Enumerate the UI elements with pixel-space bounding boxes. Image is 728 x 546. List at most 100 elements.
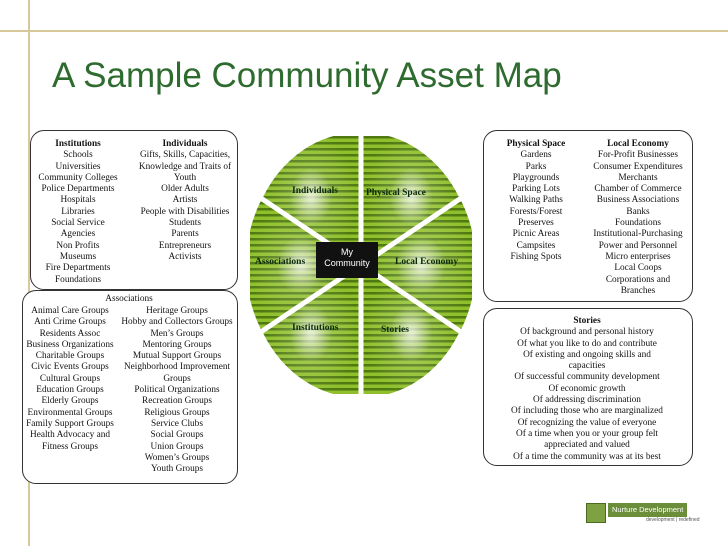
association-item: Service Clubs	[151, 418, 203, 429]
center-label-line1: My	[341, 247, 353, 257]
association-item: Recreation Groups	[142, 396, 212, 407]
individual-item: Youth	[173, 172, 197, 183]
story-item: Of addressing discrimination	[533, 395, 641, 406]
nurture-development-logo: Nurture Development development | redefi…	[586, 503, 700, 525]
association-item: Charitable Groups	[35, 351, 105, 362]
local-economy-item: Business Associations	[596, 195, 680, 206]
association-item: Family Support Groups	[26, 418, 114, 429]
association-item: Political Organizations	[134, 385, 220, 396]
association-item: Civic Events Groups	[31, 362, 109, 373]
association-item: Mentoring Groups	[142, 339, 212, 350]
story-item: Of recognizing the value of everyone	[517, 417, 657, 428]
individual-item: Activists	[168, 251, 202, 262]
association-item: Heritage Groups	[146, 306, 208, 316]
individual-item: Knowledge and Traits of	[138, 161, 232, 172]
institution-item: Hospitals	[60, 195, 96, 206]
institution-item: Agencies	[60, 229, 96, 240]
physical-space-item: Gardens	[520, 150, 552, 161]
institution-item: Non Profits	[56, 240, 100, 251]
segment-label-associations: Associations	[255, 257, 306, 267]
physical-space-item: Playgrounds	[512, 172, 560, 183]
associations-heading: Associations	[105, 294, 153, 304]
individuals-list: Gifts, Skills, Capacities,Knowledge and …	[132, 150, 238, 263]
story-item: Of including those who are marginalized	[511, 406, 663, 417]
association-item: Cultural Groups	[39, 373, 101, 384]
local-economy-item: Institutional-Purchasing	[593, 229, 683, 240]
individual-item: Students	[168, 218, 202, 229]
institution-item: Community Colleges	[38, 172, 118, 183]
local-economy-item: Micro enterprises	[605, 251, 671, 262]
institution-item: Police Departments	[41, 184, 115, 195]
story-item: Of a time when you or your group felt	[516, 428, 658, 439]
frame-horizontal-line	[0, 30, 728, 32]
local-economy-item: Consumer Expenditures	[593, 161, 683, 172]
individuals-heading: Individuals	[162, 139, 208, 149]
association-item: Anti Crime Groups	[34, 317, 106, 328]
local-economy-item: Local Coops	[614, 263, 662, 274]
stories-column: Stories Of background and personal histo…	[483, 316, 691, 463]
association-item: Neighborhood Improvement	[123, 362, 231, 373]
association-item: Hobby and Collectors Groups	[121, 317, 233, 328]
stories-box	[483, 308, 693, 466]
segment-label-physical-space: Physical Space	[366, 188, 426, 198]
physical-space-item: Forests/Forest	[509, 206, 563, 217]
institution-item: Libraries	[61, 206, 95, 217]
individual-item: People with Disabilities	[140, 206, 230, 217]
association-item: Religious Groups	[144, 407, 210, 418]
association-item: Animal Care Groups	[31, 306, 109, 316]
physical-space-item: Campsites	[516, 240, 556, 251]
segment-label-institutions: Institutions	[292, 323, 339, 333]
association-item: Women’s Groups	[144, 452, 210, 463]
physical-space-item: Preserves	[518, 218, 554, 229]
institutions-individuals-box	[30, 130, 238, 290]
local-economy-item: Merchants	[618, 172, 658, 183]
association-item: Residents Assoc	[39, 328, 101, 339]
individual-item: Parents	[171, 229, 199, 240]
frame-vertical-line	[28, 0, 30, 546]
wedge-shade-local-economy	[366, 201, 472, 329]
associations-box	[22, 290, 238, 484]
association-item: Groups	[163, 373, 191, 384]
segment-label-stories: Stories	[381, 325, 409, 335]
individual-item: Entrepreneurs	[158, 240, 212, 251]
logo-tagline: development | redefined	[646, 517, 700, 523]
page-title: A Sample Community Asset Map	[52, 56, 562, 95]
institution-item: Foundations	[55, 274, 101, 285]
physical-space-item: Parking Lots	[512, 184, 560, 195]
association-item: Education Groups	[36, 385, 104, 396]
local-economy-item: For-Profit Businesses	[597, 150, 679, 161]
story-item: Of what you like to do and contribute	[517, 338, 657, 349]
wedge-shade-individuals	[263, 136, 359, 261]
physical-space-item: Picnic Areas	[512, 229, 560, 240]
physical-space-item: Walking Paths	[509, 195, 563, 206]
institution-item: Schools	[63, 150, 93, 161]
individual-item: Artists	[172, 195, 198, 206]
local-economy-item: Corporations and	[605, 274, 671, 285]
association-item: Social Groups	[150, 430, 204, 441]
association-item: Union Groups	[150, 441, 204, 452]
local-economy-item: Foundations	[615, 218, 661, 229]
wedge-shade-physical-space	[363, 136, 459, 261]
local-economy-item: Chamber of Commerce	[594, 184, 682, 195]
story-item: Of economic growth	[548, 383, 626, 394]
local-economy-item: Banks	[626, 206, 650, 217]
stories-heading: Stories	[573, 316, 601, 326]
associations-heading-wrap: Associations	[22, 294, 236, 305]
story-item: capacities	[568, 361, 606, 372]
physical-space-item: Parks	[525, 161, 547, 172]
wedge-shade-associations	[250, 201, 356, 329]
physical-economy-box	[483, 130, 693, 302]
segment-label-local-economy: Local Economy	[395, 257, 459, 267]
physical-space-item: Fishing Spots	[510, 251, 562, 262]
association-item: Men’s Groups	[150, 328, 204, 339]
story-item: Of successful community development	[514, 372, 660, 383]
